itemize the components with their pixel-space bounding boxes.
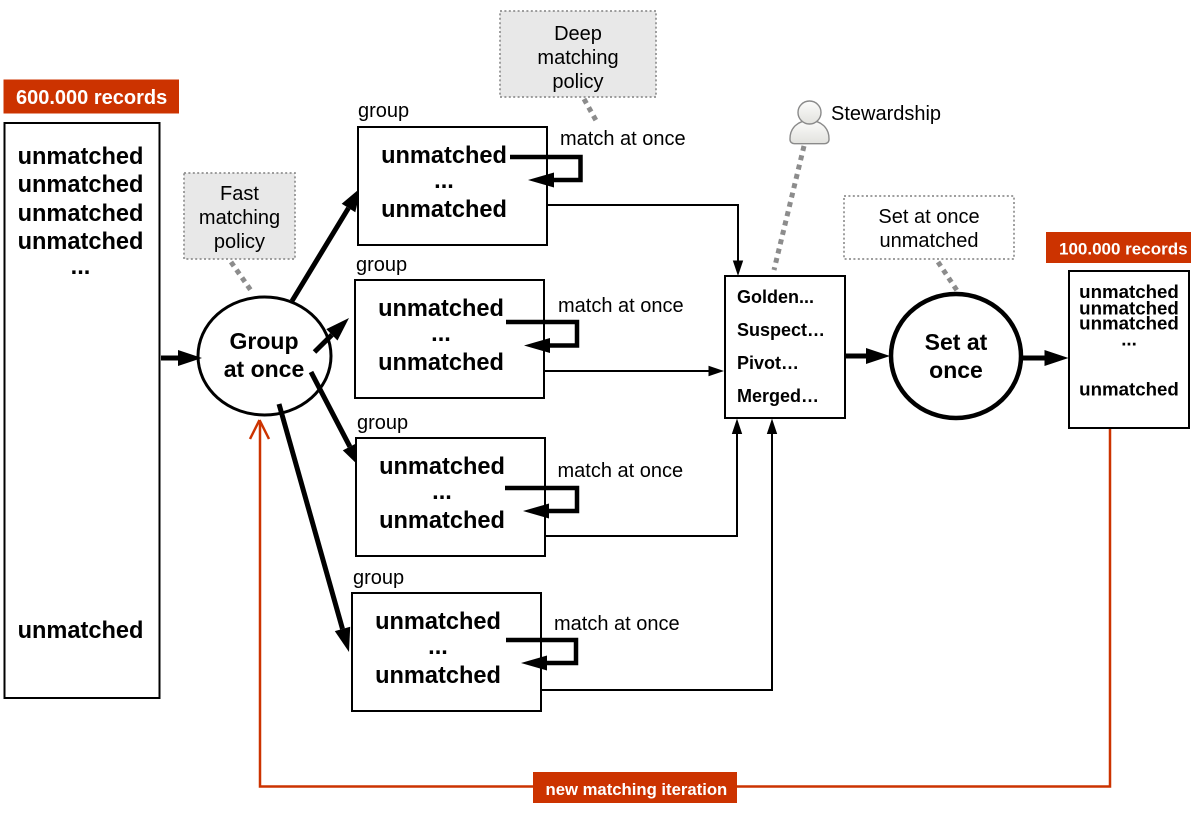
svg-text:Golden...: Golden... (737, 287, 814, 307)
svg-text:unmatched: unmatched (381, 143, 507, 169)
svg-text:policy: policy (214, 231, 265, 253)
svg-text:unmatched: unmatched (1079, 298, 1179, 319)
svg-text:Suspect…: Suspect… (737, 320, 825, 340)
svg-text:once: once (929, 357, 983, 383)
svg-text:unmatched: unmatched (18, 144, 144, 170)
svg-text:group: group (356, 254, 407, 276)
svg-text:...: ... (432, 479, 452, 505)
svg-text:group: group (358, 100, 409, 122)
svg-text:match at once: match at once (554, 613, 680, 635)
svg-text:unmatched: unmatched (1079, 313, 1179, 334)
svg-text:unmatched: unmatched (379, 508, 505, 534)
svg-text:unmatched: unmatched (18, 618, 144, 644)
svg-text:...: ... (428, 634, 448, 660)
svg-text:...: ... (431, 321, 451, 347)
svg-text:...: ... (434, 168, 454, 194)
svg-text:600.000 records: 600.000 records (16, 87, 167, 109)
svg-text:...: ... (71, 254, 91, 280)
svg-text:unmatched: unmatched (18, 172, 144, 198)
svg-text:match at once: match at once (558, 295, 684, 317)
svg-text:at once: at once (224, 356, 305, 382)
svg-text:Group: Group (230, 328, 299, 354)
svg-text:unmatched: unmatched (880, 230, 979, 252)
svg-text:Pivot…: Pivot… (737, 353, 799, 373)
svg-text:policy: policy (552, 71, 603, 93)
svg-text:match at once: match at once (560, 128, 686, 150)
svg-text:group: group (357, 412, 408, 434)
svg-text:Merged…: Merged… (737, 386, 819, 406)
svg-text:match at once: match at once (558, 460, 684, 482)
svg-text:unmatched: unmatched (378, 350, 504, 376)
svg-text:unmatched: unmatched (375, 609, 501, 635)
svg-text:unmatched: unmatched (1079, 281, 1179, 302)
svg-text:...: ... (1121, 329, 1137, 350)
svg-text:Set at once: Set at once (878, 206, 979, 228)
svg-text:100.000 records: 100.000 records (1059, 240, 1188, 259)
svg-text:group: group (353, 567, 404, 589)
svg-text:new matching iteration: new matching iteration (546, 780, 728, 799)
svg-text:Deep: Deep (554, 23, 602, 45)
svg-text:unmatched: unmatched (375, 663, 501, 689)
svg-text:matching: matching (199, 207, 280, 229)
svg-text:matching: matching (537, 47, 618, 69)
svg-text:Stewardship: Stewardship (831, 103, 941, 125)
svg-text:unmatched: unmatched (378, 296, 504, 322)
svg-text:Set at: Set at (925, 329, 988, 355)
svg-text:unmatched: unmatched (1079, 379, 1179, 400)
svg-text:unmatched: unmatched (379, 454, 505, 480)
svg-text:unmatched: unmatched (381, 197, 507, 223)
svg-text:unmatched: unmatched (18, 201, 144, 227)
svg-text:unmatched: unmatched (18, 229, 144, 255)
svg-text:Fast: Fast (220, 183, 259, 205)
